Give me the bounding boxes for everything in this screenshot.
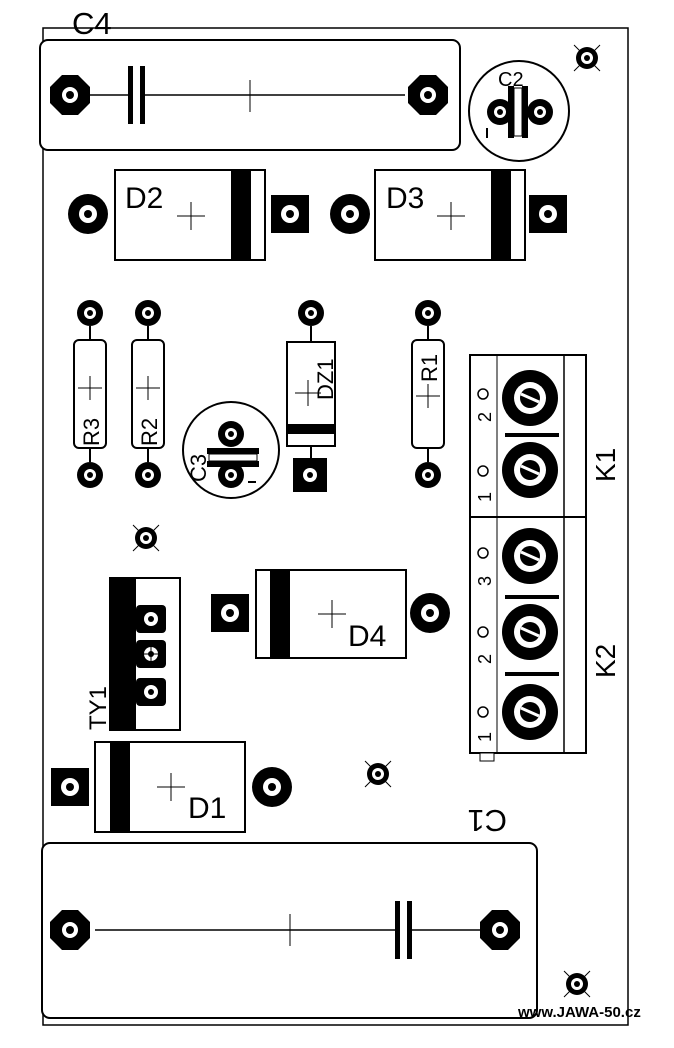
- label-ty1: TY1: [85, 686, 112, 730]
- diode-d1: [51, 741, 292, 833]
- label-d2: D2: [125, 182, 163, 215]
- resistor-r3: [73, 300, 107, 488]
- label-k2: K2: [590, 644, 621, 678]
- label-c4: C4: [72, 6, 112, 41]
- label-c1: C1: [467, 803, 507, 838]
- label-k1-pin1: 1: [475, 492, 495, 502]
- label-d3: D3: [386, 182, 424, 215]
- mount-hole-middle: [364, 760, 392, 788]
- thyristor-ty1: [109, 577, 181, 731]
- capacitor-c1: [41, 842, 538, 1019]
- label-d1: D1: [188, 792, 226, 825]
- capacitor-c3: [182, 401, 280, 499]
- diode-d4: [211, 569, 450, 659]
- capacitor-c4: [39, 39, 461, 151]
- label-k2-pin2: 2: [475, 654, 495, 664]
- zener-diode-dz1: [286, 300, 336, 492]
- board-outline: [42, 27, 629, 1026]
- label-dz1: DZ1: [313, 358, 338, 400]
- resistor-r2: [131, 300, 165, 488]
- label-k2-pin3: 3: [475, 576, 495, 586]
- mount-hole-top-right: [573, 44, 601, 72]
- label-c2: C2: [498, 69, 524, 91]
- watermark: www.JAWA-50.cz: [517, 1004, 641, 1021]
- label-k2-pin1: 1: [475, 732, 495, 742]
- label-k1-pin2: 2: [475, 412, 495, 422]
- resistor-r1: [411, 300, 445, 488]
- diode-d2: [68, 169, 309, 261]
- label-k1: K1: [590, 448, 621, 482]
- capacitor-c2: [468, 60, 570, 162]
- label-d4: D4: [348, 620, 386, 653]
- label-r1: R1: [417, 354, 442, 382]
- label-r3: R3: [79, 418, 104, 446]
- terminal-block-k2: [469, 516, 587, 762]
- label-c3: C3: [186, 454, 211, 482]
- label-r2: R2: [137, 418, 162, 446]
- diode-d3: [330, 169, 567, 261]
- terminal-block-k1: [469, 354, 587, 526]
- mount-hole-left: [132, 524, 160, 552]
- mount-hole-bottom-right: [563, 970, 591, 998]
